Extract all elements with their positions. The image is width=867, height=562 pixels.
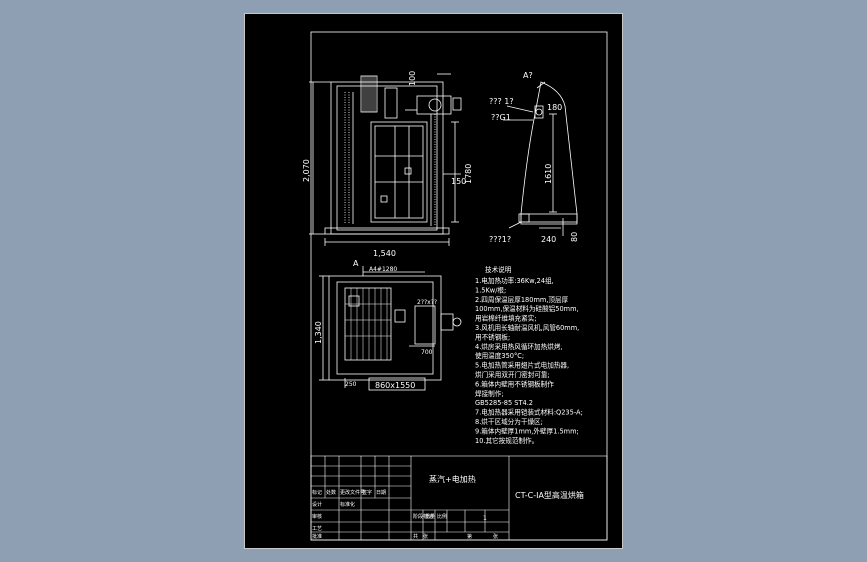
plan-label-a: A [353, 259, 359, 268]
title-block [310, 455, 608, 541]
plan-view [319, 266, 462, 391]
note-line: 用岩棉纤维填充紧实; [475, 314, 537, 323]
note-line: 8.烘干区域分为干燥区; [475, 417, 543, 426]
side-dim-side: 80 [570, 232, 579, 242]
note-line: 9.箱体内壁厚1mm,外壁厚1.5mm; [475, 426, 579, 435]
side-dim-bottom: 240 [541, 235, 556, 244]
title-heating-label: 蒸汽+电加热 [429, 474, 476, 484]
title-block-label: 共 [413, 533, 418, 540]
title-block-label: 工艺 [312, 526, 322, 532]
front-dim-inner-height: 1780 [464, 164, 473, 184]
side-label: A? [523, 71, 533, 80]
note-line: 1.5Kw/根; [475, 285, 506, 294]
front-dim-side: 150 [451, 177, 466, 186]
title-block-label: 签字 [362, 489, 372, 496]
title-block-label: 标记 [312, 489, 322, 496]
plan-dim-depth: 1,340 [314, 321, 323, 344]
note-line: 1.电加热功率:36Kw,24组, [475, 276, 554, 285]
title-block-label: 日期 [376, 490, 386, 496]
side-view [503, 81, 578, 236]
notes-title: 技术说明 [485, 265, 512, 274]
plan-dim-left: 250 [345, 381, 357, 388]
note-line: 焊接制作; [475, 389, 504, 398]
title-block-label: 第 [467, 533, 472, 540]
title-block-label: 阶段标记 [413, 513, 433, 520]
side-label-2: ??G1 [491, 113, 511, 122]
side-label-1: ??? 1? [489, 97, 514, 106]
note-line: 10.其它按规范制作。 [475, 436, 538, 445]
note-line: 7.电加热器采用铠装式材料:Q235-A; [475, 408, 583, 417]
plan-dim-top: A4#1280 [369, 266, 397, 273]
front-dim-width: 1,540 [373, 249, 396, 258]
title-drawing-title: CT-C-ⅠA型高温烘箱 [515, 490, 584, 500]
note-line: 100mm,保温材料为硅酸铝50mm, [475, 304, 579, 313]
side-dim-height: 1610 [544, 164, 553, 184]
title-block-label: 设计 [312, 501, 322, 508]
front-view [309, 73, 462, 246]
plan-dim-base: 860x1550 [375, 381, 415, 390]
title-sheet-number: 1 [483, 515, 487, 522]
title-block-label: 标准化 [340, 501, 355, 508]
title-block-label: 批准 [312, 533, 322, 540]
title-block-label: 张 [493, 533, 498, 540]
plan-label-inner: 2??x?? [417, 299, 437, 306]
title-block-labels: 标记处数更改文件号签字日期设计审核工艺批准标准化阶段标记重量比例共张第张 [312, 489, 498, 540]
side-dim-top: 180 [547, 103, 562, 112]
notes-list: 1.电加热功率:36Kw,24组, 1.5Kw/根;2.四周保温层厚180mm,… [475, 276, 583, 445]
note-line: 烘门采用双开门密封可靠; [475, 370, 550, 379]
side-label-bottom: ???1? [489, 235, 511, 244]
note-line: 6.箱体内壁用不锈钢板制作 [475, 379, 554, 388]
inner-frame [310, 31, 608, 541]
plan-dim-inner: 700 [421, 349, 433, 356]
title-block-label: 处数 [326, 489, 336, 496]
note-line: 2.四周保温层厚180mm,顶层厚 [475, 295, 569, 304]
note-line: 用不锈钢板; [475, 332, 510, 341]
title-block-label: 张 [423, 533, 428, 540]
note-line: 4.烘房采用热风循环加热烘烤, [475, 342, 563, 351]
front-dim-height: 2,070 [302, 159, 311, 182]
title-block-label: 审核 [312, 513, 322, 520]
note-line: 3.风机用长轴耐温风机,风管60mm, [475, 323, 579, 332]
title-block-label: 更改文件号 [340, 489, 365, 496]
cad-drawing: 1,540 2,070 100 1780 150 A? ??? 1? ??G1 … [302, 31, 608, 541]
note-line: 使用温度350°C; [475, 351, 524, 360]
title-block-label: 重量 [425, 513, 435, 520]
note-line: GB5285-85 ST4.2 [475, 399, 533, 407]
front-dim-top: 100 [408, 71, 417, 86]
title-block-label: 比例 [437, 513, 447, 520]
drawing-sheet: 1,540 2,070 100 1780 150 A? ??? 1? ??G1 … [244, 13, 623, 549]
note-line: 5.电加热管采用翅片式电加热器, [475, 361, 569, 370]
